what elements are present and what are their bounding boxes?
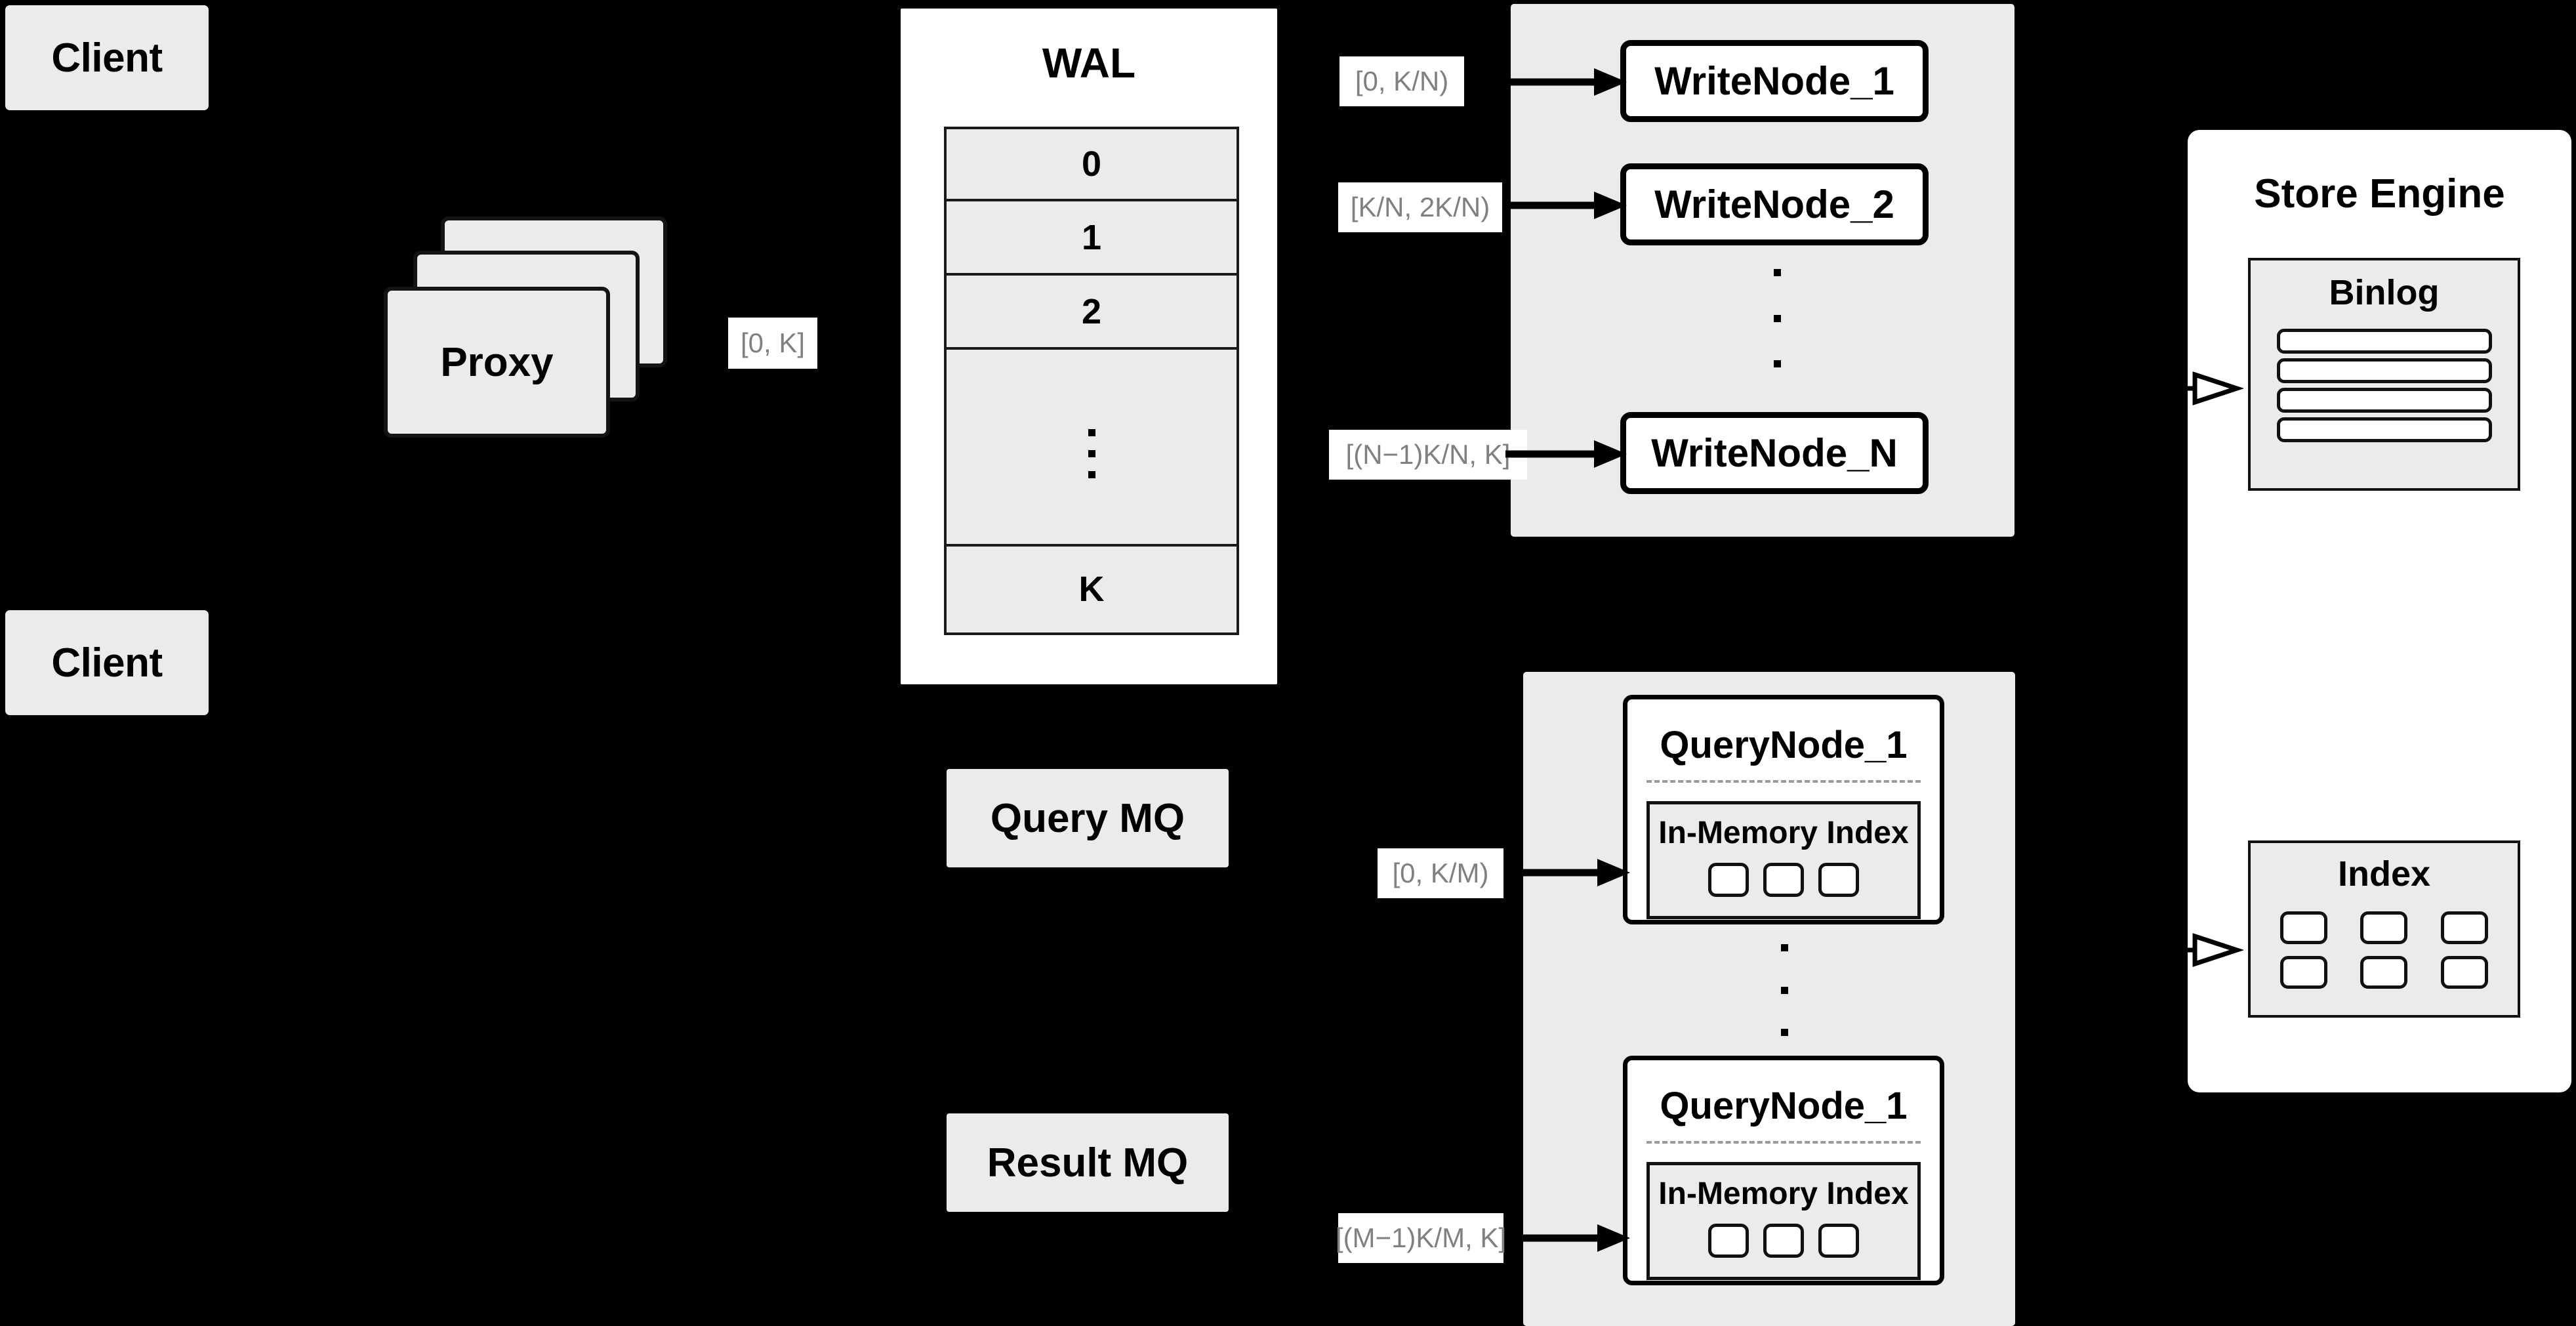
query-node-1-memory-index-cells: [1650, 863, 1918, 897]
query-mq-label: Query MQ: [990, 795, 1185, 841]
binlog-panel: Binlog: [2248, 258, 2520, 491]
vertical-ellipsis-icon: [1088, 415, 1095, 478]
memory-index-cell: [1763, 1224, 1804, 1258]
wal-row: 1: [947, 201, 1237, 276]
write-node-n[interactable]: WriteNode_N: [1620, 412, 1929, 494]
binlog-row: [2276, 358, 2492, 383]
client-box-1[interactable]: Client: [5, 5, 209, 110]
wal-row: 0: [947, 129, 1237, 201]
write-node-1-label: WriteNode_1: [1654, 59, 1894, 103]
query-node-1-title: QueryNode_1: [1660, 724, 1908, 766]
index-title: Index: [2337, 854, 2431, 894]
wal-row-ellipsis: [947, 350, 1237, 547]
proxy-range-label-text: [0, K]: [740, 327, 806, 358]
query-node-2-range-label: [(M−1)K/M, K]: [1336, 1213, 1506, 1263]
arrow-to-write-node-n: [1505, 437, 1630, 471]
client-box-2[interactable]: Client: [5, 610, 209, 715]
write-node-2-label: WriteNode_2: [1654, 182, 1894, 226]
memory-index-cell: [1763, 863, 1804, 897]
proxy-label: Proxy: [440, 339, 554, 385]
arrow-to-binlog: [2165, 371, 2250, 405]
binlog-row: [2276, 388, 2492, 413]
wal-row: 2: [947, 276, 1237, 350]
wal-title: WAL: [1042, 39, 1136, 87]
query-node-1-memory-index-title: In-Memory Index: [1658, 816, 1909, 850]
query-node-2[interactable]: QueryNode_1 In-Memory Index: [1623, 1056, 1944, 1285]
query-node-1-divider: [1646, 780, 1921, 783]
result-mq-box[interactable]: Result MQ: [947, 1113, 1229, 1212]
arrow-to-write-node-1: [1505, 65, 1630, 99]
result-mq-label: Result MQ: [987, 1140, 1189, 1186]
wal-panel: WAL 0 1 2 K: [897, 5, 1280, 688]
memory-index-cell: [1818, 863, 1859, 897]
store-engine-title: Store Engine: [2254, 171, 2505, 217]
index-panel: Index: [2248, 840, 2520, 1018]
arrow-to-query-node-2: [1509, 1221, 1633, 1255]
query-node-2-memory-index-title: In-Memory Index: [1658, 1176, 1909, 1211]
memory-index-cell: [1818, 1224, 1859, 1258]
index-cell-grid: [2270, 911, 2499, 989]
arrow-to-query-node-1: [1509, 856, 1633, 890]
index-cell: [2280, 911, 2327, 944]
query-node-ellipsis-icon: [1745, 944, 1824, 1036]
query-node-2-memory-index: In-Memory Index: [1646, 1162, 1921, 1280]
query-node-group: QueryNode_1 In-Memory Index QueryNode_1 …: [1523, 672, 2015, 1326]
store-engine-panel: Store Engine Binlog Index: [2188, 130, 2571, 1092]
client-label-2: Client: [51, 640, 163, 686]
write-node-2-range-label: [K/N, 2K/N): [1338, 182, 1502, 232]
write-node-1-range-label: [0, K/N): [1339, 56, 1464, 106]
memory-index-cell: [1708, 863, 1749, 897]
index-cell: [2360, 911, 2408, 944]
client-label-1: Client: [51, 35, 163, 81]
index-cell: [2360, 956, 2408, 989]
proxy-range-label: [0, K]: [728, 318, 817, 369]
query-node-2-divider: [1646, 1141, 1921, 1144]
write-node-2[interactable]: WriteNode_2: [1620, 163, 1929, 245]
query-node-1[interactable]: QueryNode_1 In-Memory Index: [1623, 695, 1944, 924]
wal-row: K: [1078, 570, 1105, 609]
arrow-to-index: [2165, 933, 2250, 967]
write-node-n-label: WriteNode_N: [1651, 431, 1898, 475]
arrow-to-write-node-2: [1505, 188, 1630, 222]
query-node-2-title: QueryNode_1: [1660, 1085, 1908, 1127]
index-cell: [2280, 956, 2327, 989]
query-node-1-memory-index: In-Memory Index: [1646, 801, 1921, 919]
binlog-row: [2276, 329, 2492, 354]
query-node-2-memory-index-cells: [1650, 1224, 1918, 1258]
index-cell: [2441, 911, 2489, 944]
wal-row-list: 0 1 2 K: [944, 127, 1239, 635]
memory-index-cell: [1708, 1224, 1749, 1258]
binlog-title: Binlog: [2329, 273, 2440, 312]
binlog-row: [2276, 417, 2492, 442]
write-node-ellipsis-icon: [1738, 269, 1816, 367]
write-node-n-range-label: [(N−1)K/N, K]: [1329, 430, 1527, 480]
index-cell: [2441, 956, 2489, 989]
query-node-1-range-label: [0, K/M): [1378, 848, 1503, 898]
query-mq-box[interactable]: Query MQ: [947, 769, 1229, 867]
binlog-row-list: [2251, 329, 2518, 442]
write-node-1[interactable]: WriteNode_1: [1620, 40, 1929, 122]
proxy-box[interactable]: Proxy: [384, 287, 610, 438]
